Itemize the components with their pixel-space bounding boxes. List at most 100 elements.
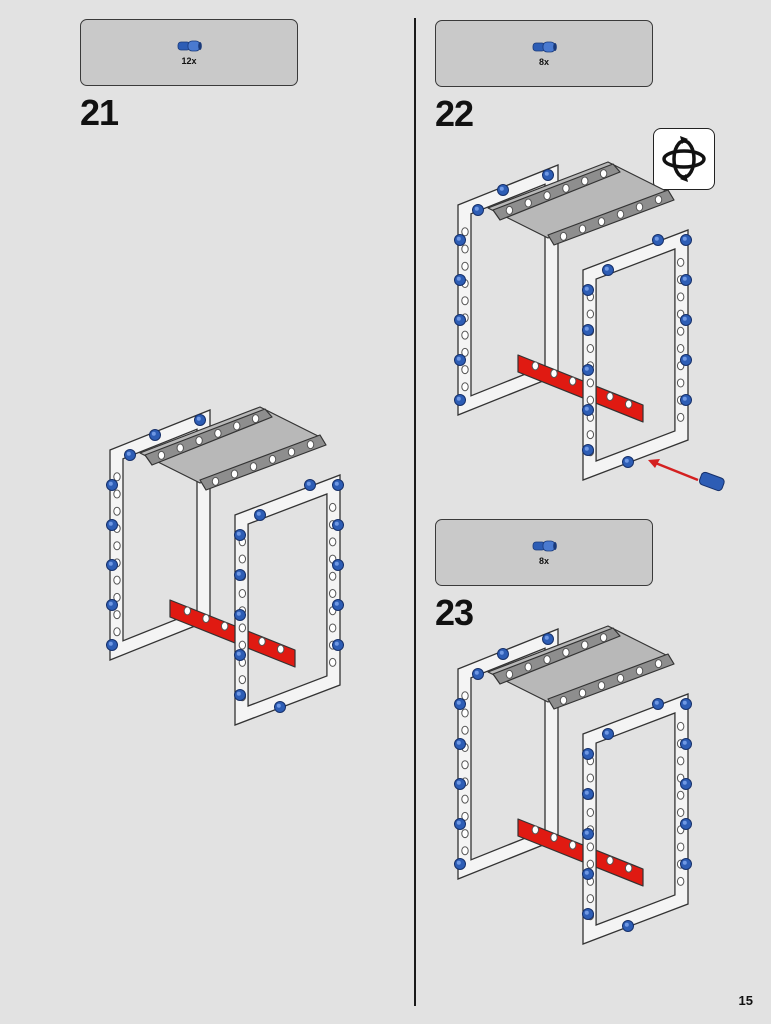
pin-highlight	[456, 316, 461, 321]
pin-highlight	[584, 446, 589, 451]
step-number-23: 23	[435, 592, 474, 633]
frame-hole	[238, 623, 247, 633]
pin-highlight	[236, 611, 241, 616]
frame-hole	[586, 395, 595, 405]
beam-hole	[624, 399, 633, 409]
pin-highlight	[456, 236, 461, 241]
assembly-model-step-22	[454, 161, 725, 492]
beam-red	[517, 818, 644, 887]
beam-hole	[214, 428, 222, 438]
frame-hole	[676, 756, 685, 766]
beam-hole	[249, 462, 258, 472]
beam-hole	[276, 644, 285, 654]
frame-hole	[676, 721, 685, 731]
pin-highlight	[456, 276, 461, 281]
pin-highlight	[334, 601, 339, 606]
beam-hole	[543, 191, 551, 201]
frame-hole	[113, 506, 121, 516]
beam-hole	[531, 361, 540, 371]
beam-hole	[230, 469, 239, 479]
beam-hole	[568, 840, 577, 850]
frame-hole	[113, 472, 121, 482]
parts-callout-step-23: 8x	[435, 519, 653, 586]
beam-hole	[635, 202, 644, 212]
pin-highlight	[654, 700, 659, 705]
part-quantity: 8x	[538, 57, 549, 67]
frame-hole	[586, 378, 595, 388]
beam-red	[517, 354, 644, 423]
pin-highlight	[108, 561, 113, 566]
pin-highlight	[604, 730, 609, 735]
pin-highlight	[499, 650, 504, 655]
beam-hole	[606, 392, 614, 401]
frame-hole	[461, 760, 469, 770]
frame-hole	[676, 808, 685, 818]
frame-front-right	[582, 693, 689, 945]
frame-hole	[461, 330, 469, 340]
pin-highlight	[499, 186, 504, 191]
beam-hole	[624, 863, 633, 873]
pin-highlight	[544, 635, 549, 640]
frame-hole	[113, 541, 121, 551]
beam-hole	[550, 833, 558, 842]
page-divider	[414, 18, 416, 1006]
pin-highlight	[682, 780, 687, 785]
frame-hole	[238, 640, 247, 650]
pin-highlight	[624, 922, 629, 927]
beam-hole	[505, 669, 514, 679]
pin-highlight	[456, 700, 461, 705]
frame-hole	[328, 589, 337, 599]
insert-arrow-head	[648, 459, 660, 468]
pin-highlight	[236, 571, 241, 576]
pin-highlight	[584, 910, 589, 915]
frame-hole	[676, 412, 685, 422]
pin-highlight	[236, 651, 241, 656]
frame-hole	[461, 227, 469, 237]
pin-highlight	[108, 521, 113, 526]
beam-hole	[578, 224, 587, 234]
pin-highlight	[108, 601, 113, 606]
pin-highlight	[334, 641, 339, 646]
blue-pin-icon	[532, 540, 557, 552]
frame-hole	[238, 554, 247, 564]
pin-highlight	[474, 670, 479, 675]
pin-highlight	[108, 481, 113, 486]
frame-hole	[586, 430, 595, 440]
beam-hole	[581, 640, 589, 650]
pin-highlight	[456, 396, 461, 401]
model-group	[454, 161, 725, 492]
frame-hole	[113, 592, 121, 602]
beam-hole	[599, 633, 608, 643]
frame-hole	[461, 846, 469, 856]
blue-pin-icon	[177, 40, 202, 52]
pin-highlight	[456, 820, 461, 825]
pin-highlight	[456, 860, 461, 865]
rotate-model-icon	[662, 136, 706, 182]
beam-hole	[635, 666, 644, 676]
frame-hole	[328, 657, 337, 667]
pin-highlight	[334, 561, 339, 566]
pin-highlight	[306, 481, 311, 486]
frame-front-right	[582, 229, 689, 481]
pin-highlight	[584, 406, 589, 411]
beam-hole	[183, 606, 192, 616]
pin-highlight	[682, 860, 687, 865]
frame-hole	[586, 807, 595, 817]
frame-hole	[676, 344, 685, 354]
pin-highlight	[584, 870, 589, 875]
frame-hole	[238, 588, 247, 598]
beam-hole	[597, 217, 606, 227]
frame-hole	[461, 244, 469, 254]
pin-highlight	[682, 276, 687, 281]
beam-gray	[492, 627, 621, 685]
parts-callout-step-21: 12x	[80, 19, 298, 86]
pin-highlight	[584, 750, 589, 755]
pin-highlight	[584, 790, 589, 795]
beam-hole	[606, 856, 614, 865]
frame-hole	[586, 842, 595, 852]
pin-highlight	[276, 703, 281, 708]
pin-highlight	[654, 236, 659, 241]
beam-hole	[505, 205, 514, 215]
pin-highlight	[682, 820, 687, 825]
frame-hole	[586, 894, 595, 904]
